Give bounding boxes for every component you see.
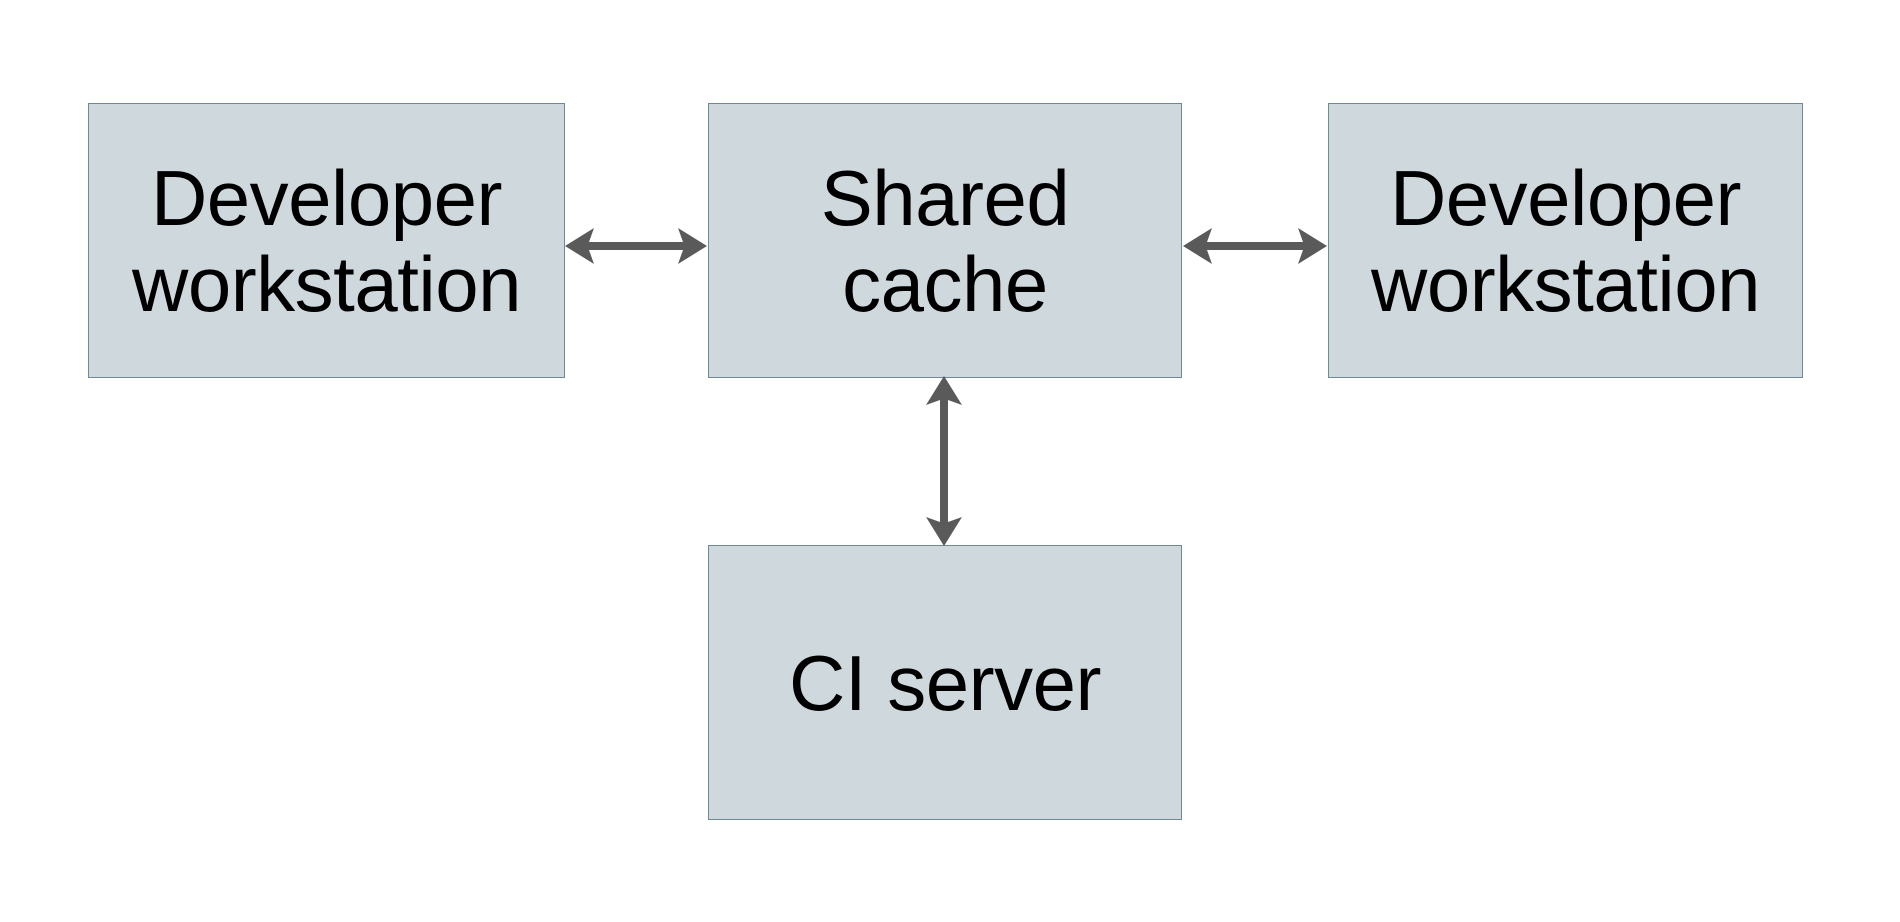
node-label: Developer workstation (1371, 153, 1761, 328)
double-arrow-icon (565, 228, 707, 264)
node-developer-workstation-left[interactable]: Developer workstation (88, 103, 565, 378)
node-label: Shared cache (820, 153, 1070, 328)
double-arrow-icon (1183, 228, 1327, 264)
edge-developer-workstation-left-to-shared-cache[interactable] (560, 215, 712, 277)
edge-shared-cache-to-ci-server[interactable] (913, 372, 975, 550)
double-arrow-icon (926, 376, 962, 546)
edge-shared-cache-to-developer-workstation-right[interactable] (1178, 215, 1332, 277)
node-ci-server[interactable]: CI server (708, 545, 1182, 820)
node-developer-workstation-right[interactable]: Developer workstation (1328, 103, 1803, 378)
node-label: Developer workstation (132, 153, 522, 328)
node-shared-cache[interactable]: Shared cache (708, 103, 1182, 378)
node-label: CI server (789, 638, 1101, 727)
